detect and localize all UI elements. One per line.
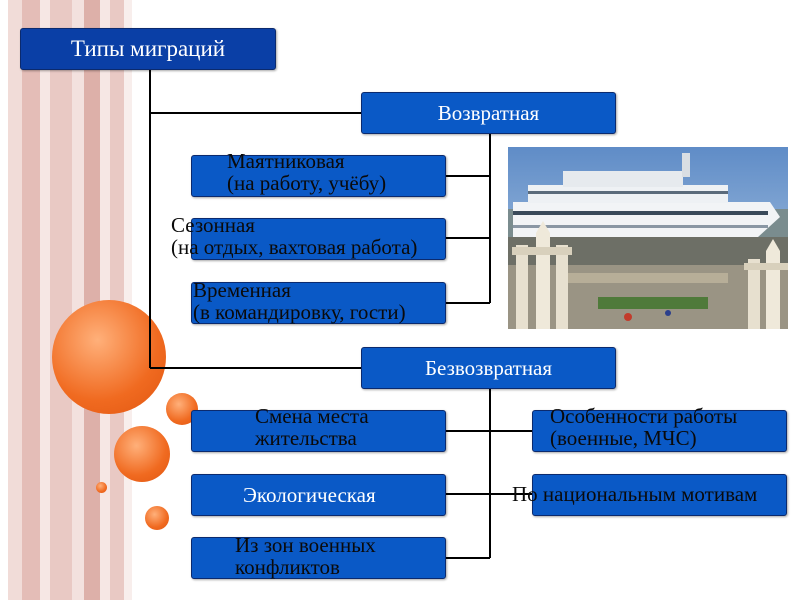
decorative-circle-tiny — [96, 482, 107, 493]
returnable-item-box-2 — [191, 218, 446, 260]
category-returnable-box: Возвратная — [361, 92, 616, 134]
nonreturnable-left-item-box-3 — [191, 537, 446, 579]
returnable-item-box-3 — [191, 282, 446, 324]
returnable-item-box-1 — [191, 155, 446, 197]
category-nonreturnable-box: Безвозвратная — [361, 347, 616, 389]
nonreturnable-right-item-1-text: Особенности работы (военные, МЧС) — [550, 404, 738, 450]
returnable-item-2-text: Сезонная (на отдых, вахтовая работа) — [171, 213, 418, 259]
nonreturnable-left-item-3-text: Из зон военных конфликтов — [235, 533, 376, 579]
nonreturnable-left-item-1-text: Смена места жительства — [255, 404, 369, 450]
returnable-item-3-text: Временная (в командировку, гости) — [193, 278, 406, 324]
decorative-circle-large — [52, 300, 166, 414]
nonreturnable-right-item-box-1 — [532, 410, 787, 452]
nonreturnable-right-item-2-text: По национальным мотивам — [512, 483, 758, 505]
page-title: Типы миграций — [70, 36, 226, 61]
nonreturnable-left-item-box-2 — [191, 474, 446, 516]
returnable-item-1-text: Маятниковая (на работу, учёбу) — [227, 149, 387, 195]
title-box: Типы миграций — [20, 28, 276, 70]
nonreturnable-left-item-box-1 — [191, 410, 446, 452]
category-nonreturnable-label: Безвозвратная — [424, 355, 553, 380]
nonreturnable-right-item-box-2 — [532, 474, 787, 516]
decorative-circle-medium — [114, 426, 170, 482]
nonreturnable-left-item-2-text: Экологическая — [243, 483, 376, 507]
category-returnable-label: Возвратная — [437, 100, 540, 125]
decorative-circle-small-2 — [145, 506, 169, 530]
ship-photo — [508, 147, 788, 329]
